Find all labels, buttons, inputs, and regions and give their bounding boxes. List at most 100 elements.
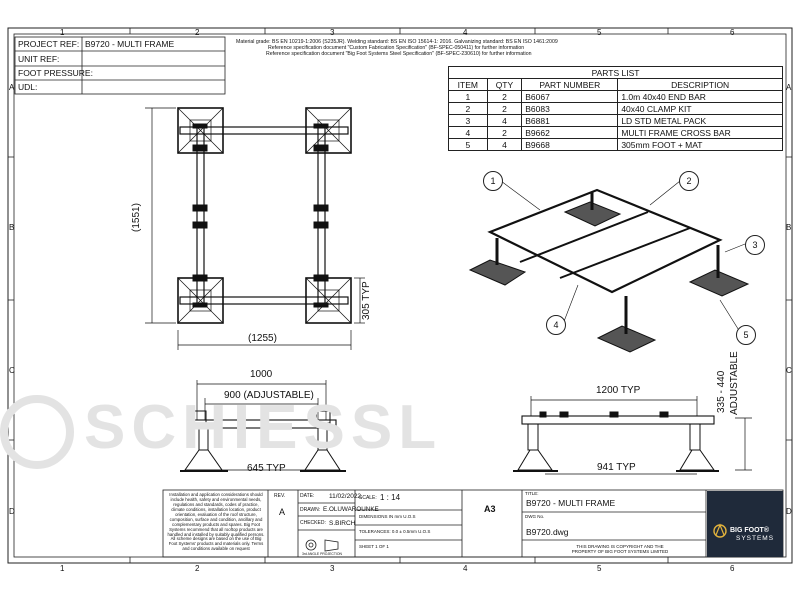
- isometric-view: [468, 180, 750, 353]
- height-range-dimension: 335 - 440: [716, 370, 727, 413]
- side-typ-dimension: 1200 TYP: [596, 385, 641, 396]
- parts-list-cell: B6083: [521, 102, 619, 115]
- parts-list-cell: 2: [486, 126, 523, 139]
- grid-row-d: D: [9, 507, 15, 516]
- grid-col-1-bottom: 1: [60, 564, 65, 573]
- grid-col-2: 2: [195, 28, 200, 37]
- front-typ-dimension: 645 TYP: [247, 463, 286, 474]
- watermark: SCHIESSL: [0, 392, 442, 469]
- grid-col-6: 6: [730, 28, 735, 37]
- header-table-frame: [14, 36, 226, 95]
- checked-value: S.BIRCH: [329, 520, 356, 527]
- disclaimer-text: Installation and application considerati…: [167, 492, 265, 552]
- grid-col-3-bottom: 3: [330, 564, 335, 573]
- parts-list-cell: 1: [448, 90, 488, 103]
- height-note-dimension: ADJUSTABLE: [729, 351, 740, 415]
- dwg-value: B9720.dwg: [526, 527, 569, 537]
- parts-list-header-cell: DESCRIPTION: [617, 78, 783, 91]
- callout-5: 5: [736, 325, 756, 345]
- logo-text-line2: SYSTEMS: [736, 535, 775, 542]
- parts-list-cell: 305mm FOOT + MAT: [617, 138, 783, 151]
- title-label: TITLE:: [525, 491, 539, 496]
- parts-list-title: PARTS LIST: [448, 66, 783, 79]
- parts-list-cell: 2: [486, 90, 523, 103]
- grid-col-4-bottom: 4: [463, 564, 468, 573]
- callout-2: 2: [679, 171, 699, 191]
- projection-label: 3rd ANGLE PROJECTION: [302, 552, 342, 556]
- sheet-size: A3: [484, 504, 496, 514]
- tolerances-note: TOLERANCES: 0.0 ± 0.5mm U.O.S: [359, 529, 431, 534]
- big-foot-logo: BIG FOOT® SYSTEMS: [707, 491, 783, 557]
- grid-row-d-right: D: [786, 507, 792, 516]
- note-line-2: Reference specification document "Custom…: [268, 45, 525, 51]
- grid-col-3: 3: [330, 28, 335, 37]
- note-line-3: Reference specification document "Big Fo…: [266, 51, 532, 57]
- front-adjustable-dimension: 900 (ADJUSTABLE): [224, 390, 314, 401]
- copyright-note: THIS DRAWING IS COPYRIGHT AND THE PROPER…: [571, 544, 669, 555]
- dwg-label: DWG No.: [525, 514, 545, 519]
- checked-label: CHECKED:: [300, 520, 326, 526]
- plan-width-dimension: (1255): [248, 333, 277, 344]
- plan-typ-dimension: 305 TYP: [361, 281, 372, 320]
- parts-list-cell: 2: [486, 102, 523, 115]
- rev-value: A: [279, 507, 286, 517]
- title-value: B9720 - MULTI FRAME: [526, 498, 616, 508]
- grid-col-5: 5: [597, 28, 602, 37]
- project-ref-label: PROJECT REF:: [18, 39, 80, 49]
- parts-list-cell: 4: [486, 114, 523, 127]
- parts-list-cell: 5: [448, 138, 488, 151]
- parts-list-cell: 4: [448, 126, 488, 139]
- grid-col-6-bottom: 6: [730, 564, 735, 573]
- title-block-frame: [162, 489, 784, 558]
- grid-row-a: A: [9, 83, 15, 92]
- grid-row-b: B: [9, 223, 15, 232]
- front-overall-dimension: 1000: [250, 369, 273, 380]
- parts-list-cell: B6881: [521, 114, 619, 127]
- grid-row-c: C: [9, 366, 15, 375]
- parts-list-cell: 1.0m 40x40 END BAR: [617, 90, 783, 103]
- watermark-icon: [0, 394, 74, 469]
- parts-list-cell: B9662: [521, 126, 619, 139]
- parts-list-cell: 3: [448, 114, 488, 127]
- project-ref-value: B9720 - MULTI FRAME: [85, 39, 175, 49]
- foot-pressure-label: FOOT PRESSURE:: [18, 68, 93, 78]
- logo-mark-icon: [713, 523, 727, 538]
- parts-list-cell: B6067: [521, 90, 619, 103]
- parts-list-header-cell: PART NUMBER: [521, 78, 619, 91]
- grid-col-2-bottom: 2: [195, 564, 200, 573]
- drawn-value: E.OLUWAROUNKE: [323, 506, 379, 513]
- unit-ref-label: UNIT REF:: [18, 54, 60, 64]
- grid-col-4: 4: [463, 28, 468, 37]
- callout-1: 1: [483, 171, 503, 191]
- side-typ2-dimension: 941 TYP: [597, 462, 636, 473]
- parts-list-cell: 2: [448, 102, 488, 115]
- plan-view: [145, 107, 365, 350]
- dimensions-note: DIMENSIONS IN mm U.O.S: [359, 514, 416, 519]
- parts-list-cell: B9668: [521, 138, 619, 151]
- scale-label: SCALE:: [359, 495, 377, 501]
- rev-label: REV.: [274, 493, 286, 499]
- grid-row-a-right: A: [786, 83, 792, 92]
- parts-list-cell: LD STD METAL PACK: [617, 114, 783, 127]
- front-elevation: [180, 380, 346, 472]
- grid-row-b-right: B: [786, 223, 792, 232]
- parts-list-header-cell: ITEM: [448, 78, 488, 91]
- side-elevation: [513, 396, 752, 475]
- callout-3: 3: [745, 235, 765, 255]
- callout-4: 4: [546, 315, 566, 335]
- logo-text-line1: BIG FOOT®: [730, 527, 769, 534]
- sheet-note: SHEET 1 OF 1: [359, 544, 389, 549]
- grid-row-c-right: C: [786, 366, 792, 375]
- udl-label: UDL:: [18, 82, 38, 92]
- scale-value: 1 : 14: [380, 493, 401, 502]
- parts-list-cell: 40x40 CLAMP KIT: [617, 102, 783, 115]
